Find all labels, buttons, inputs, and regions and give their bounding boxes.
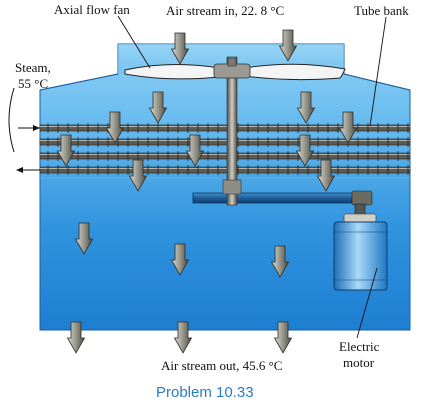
down-arrow-icon — [66, 321, 86, 354]
down-arrow-icon — [170, 243, 190, 276]
axial-fan-icon — [124, 57, 346, 81]
down-arrow-icon — [296, 91, 316, 124]
air-outlet-label: Air stream out, 45.6 °C — [161, 358, 283, 373]
steam-connections — [8, 87, 40, 173]
electric-motor-icon — [333, 203, 388, 291]
down-arrow-icon — [295, 134, 315, 167]
problem-caption: Problem 10.33 — [156, 384, 254, 401]
steam-label-line1: Steam, — [15, 60, 51, 75]
down-arrow-icon — [316, 159, 336, 192]
down-arrow-icon — [74, 222, 94, 255]
motor-label-line1: Electric — [339, 339, 380, 354]
down-arrow-icon — [148, 91, 168, 124]
air-flow-arrows — [56, 29, 358, 354]
axial-fan-label: Axial flow fan — [54, 2, 130, 17]
steam-label-line2: 55 °C — [18, 76, 49, 91]
down-arrow-icon — [173, 321, 193, 354]
fan-shaft — [222, 56, 242, 206]
down-arrow-icon — [170, 32, 190, 65]
down-arrow-icon — [105, 111, 125, 144]
down-arrow-icon — [278, 29, 298, 62]
down-arrow-icon — [128, 159, 148, 192]
down-arrow-icon — [56, 134, 76, 167]
down-arrow-icon — [273, 321, 293, 354]
down-arrow-icon — [185, 134, 205, 167]
drive-belt — [192, 190, 373, 206]
motor-label-line2: motor — [343, 355, 375, 370]
down-arrow-icon — [270, 245, 290, 278]
air-inlet-label: Air stream in, 22. 8 °C — [166, 3, 285, 18]
tube-row — [39, 151, 411, 161]
down-arrow-icon — [338, 111, 358, 144]
leader-lines — [117, 15, 387, 339]
tube-bank-label: Tube bank — [354, 3, 409, 18]
tube-bank — [39, 123, 411, 175]
